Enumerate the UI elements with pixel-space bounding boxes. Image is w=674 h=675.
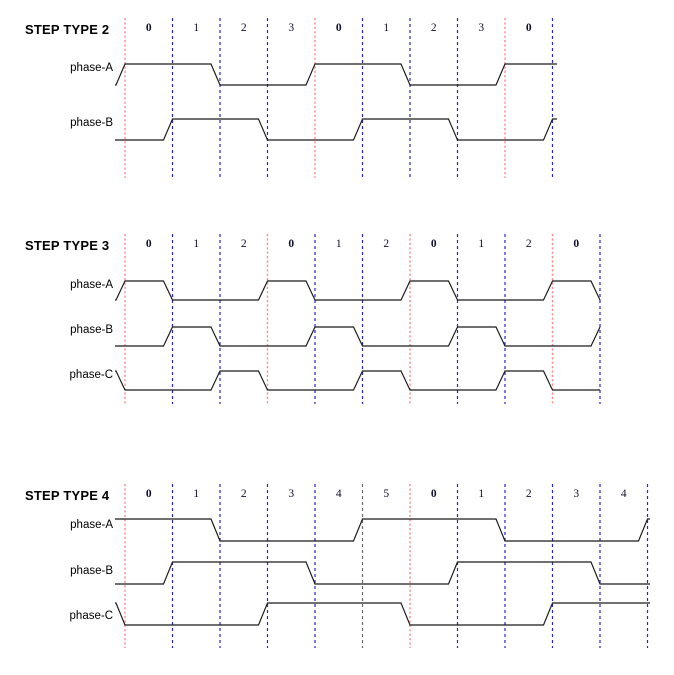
step-number-label: 4 (620, 488, 627, 500)
step-number-label: 1 (478, 488, 485, 500)
waveform-phase-A (115, 63, 557, 86)
waveform-phase-C (115, 370, 600, 391)
step-number-label: 3 (573, 488, 580, 500)
phase-label-phase-B: phase-B (70, 565, 113, 577)
phase-label-phase-C: phase-C (69, 610, 113, 622)
step-number-label: 1 (383, 22, 390, 34)
step-number-label: 1 (193, 488, 200, 500)
step-number-label: 2 (240, 22, 247, 34)
phase-label-phase-B: phase-B (70, 117, 113, 129)
step-number-label: 3 (478, 22, 485, 34)
step-number-label: 0 (288, 238, 295, 250)
step-number-label: 0 (573, 238, 580, 250)
waveform-phase-B (115, 561, 650, 585)
step-number-label: 1 (193, 238, 200, 250)
step-number-label: 5 (383, 488, 390, 500)
step-number-label: 2 (525, 238, 532, 250)
step-number-label: 1 (478, 238, 485, 250)
waveform-phase-A (115, 518, 650, 542)
waveform-phase-B (115, 118, 557, 141)
waveform-phase-B (115, 326, 601, 347)
step-number-label: 2 (240, 488, 247, 500)
step-number-label: 0 (145, 488, 152, 500)
step-number-label: 3 (288, 488, 295, 500)
step-number-label: 2 (240, 238, 247, 250)
step-number-label: 0 (430, 488, 437, 500)
section-title: STEP TYPE 4 (25, 488, 110, 503)
step-number-label: 1 (335, 238, 342, 250)
step-number-label: 0 (335, 22, 342, 34)
step-number-label: 3 (288, 22, 295, 34)
phase-label-phase-A: phase-A (70, 62, 113, 74)
step-number-label: 2 (430, 22, 437, 34)
step-number-label: 0 (145, 22, 152, 34)
section-title: STEP TYPE 3 (25, 238, 110, 253)
waveform-phase-A (115, 280, 601, 301)
step-number-label: 2 (383, 238, 390, 250)
phase-label-phase-C: phase-C (69, 369, 113, 381)
step-number-label: 0 (430, 238, 437, 250)
section-title: STEP TYPE 2 (25, 22, 110, 37)
step-number-label: 0 (145, 238, 152, 250)
step-number-label: 0 (525, 22, 532, 34)
step-number-label: 1 (193, 22, 200, 34)
phase-label-phase-A: phase-A (70, 519, 113, 531)
step-number-label: 4 (335, 488, 342, 500)
phase-label-phase-A: phase-A (70, 279, 113, 291)
phase-label-phase-B: phase-B (70, 324, 113, 336)
step-number-label: 2 (525, 488, 532, 500)
waveform-phase-C (115, 602, 650, 626)
